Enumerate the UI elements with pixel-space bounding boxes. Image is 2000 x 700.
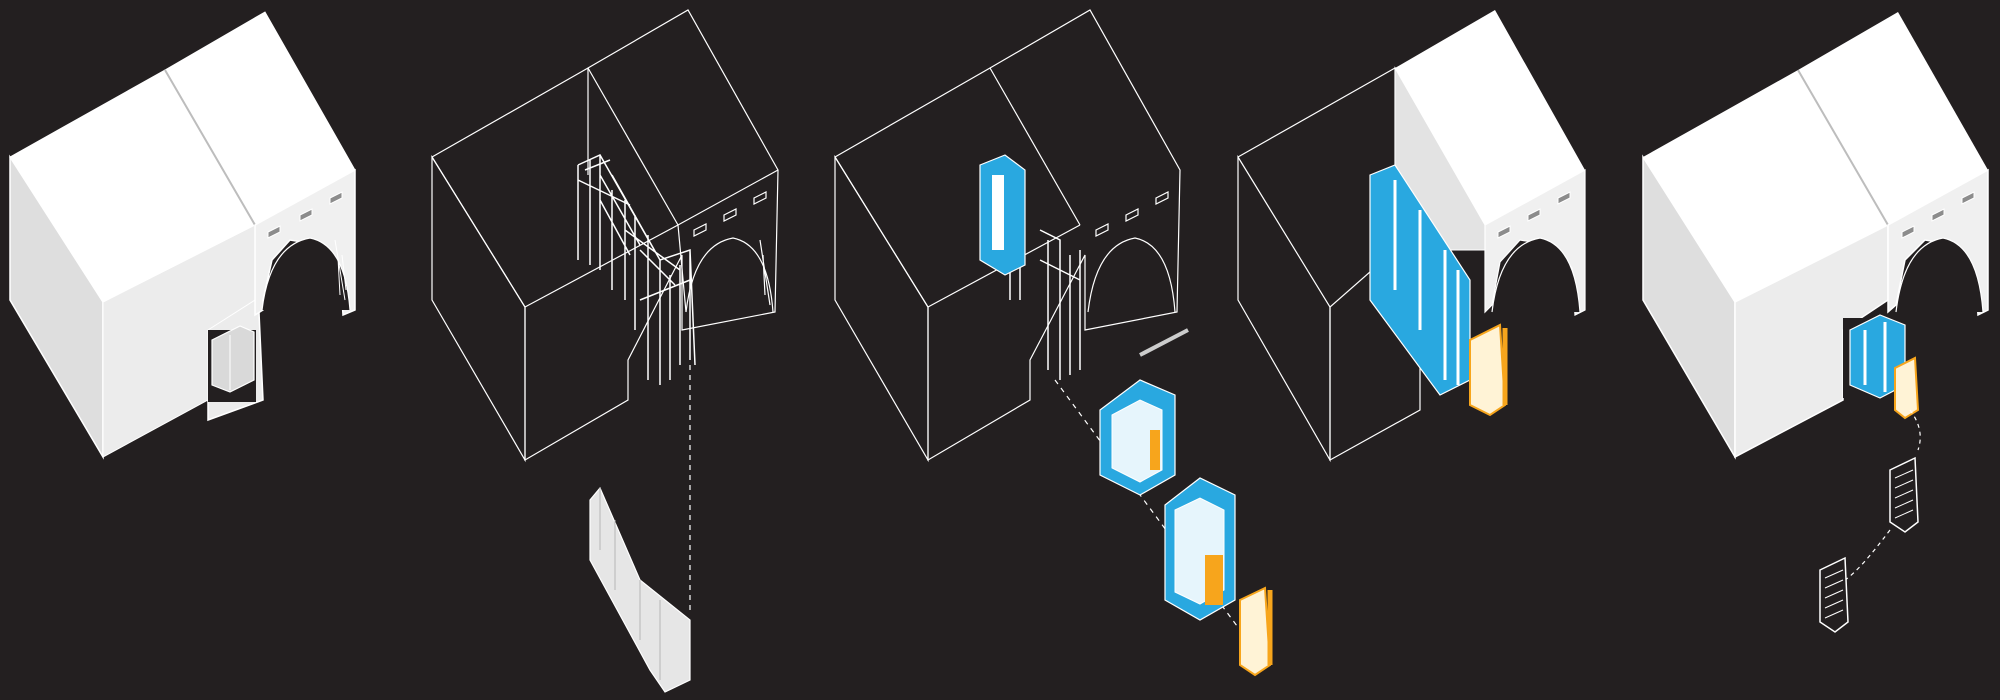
wire-vent-1 bbox=[693, 223, 707, 237]
vent-3 bbox=[329, 191, 343, 205]
installed-module-door bbox=[992, 175, 1004, 250]
roof-right bbox=[1798, 12, 1988, 225]
wire-vent-2 bbox=[1125, 208, 1139, 222]
vent-1 bbox=[1901, 225, 1915, 239]
wire-outline bbox=[431, 9, 779, 462]
panel-step-4 bbox=[1237, 10, 1586, 463]
vent-2 bbox=[1527, 208, 1541, 222]
wire-vent-3 bbox=[753, 191, 767, 205]
wire-end-top bbox=[677, 169, 779, 226]
roof-ridge-seam bbox=[1797, 69, 1889, 226]
screen-panel bbox=[1469, 323, 1507, 417]
wire-ridge bbox=[989, 67, 1081, 226]
screen-2-slats bbox=[1824, 569, 1844, 619]
screen-panel bbox=[1894, 356, 1920, 420]
wire-eave bbox=[524, 224, 679, 308]
arch-doors bbox=[334, 239, 347, 301]
steel-beam bbox=[1139, 328, 1189, 357]
roof-solid bbox=[1395, 10, 1585, 225]
module-2-stair bbox=[1205, 555, 1223, 605]
wire-frame bbox=[1009, 210, 1081, 380]
vent-3 bbox=[1557, 191, 1571, 205]
wire-vent-3 bbox=[1155, 191, 1169, 205]
panel-step-1 bbox=[9, 11, 356, 460]
screen-panel bbox=[1239, 586, 1272, 677]
explode-guide bbox=[1054, 379, 1241, 631]
panel-step-5 bbox=[1642, 12, 1989, 633]
module-openings bbox=[1863, 322, 1887, 392]
vent-3 bbox=[1961, 191, 1975, 205]
end-wall-arch bbox=[1895, 237, 1984, 313]
base-module-details bbox=[599, 488, 661, 680]
exploded-screen-2 bbox=[1819, 556, 1849, 633]
wire-vent-2 bbox=[723, 208, 737, 222]
wire-ridge bbox=[587, 67, 679, 226]
timber-frame bbox=[577, 154, 696, 385]
explode-guide-2 bbox=[1844, 529, 1891, 581]
wire-outline bbox=[834, 9, 1181, 462]
wire-end-edge bbox=[677, 224, 687, 313]
roof-ridge-seam bbox=[164, 69, 256, 226]
wire-arch-doors bbox=[759, 239, 771, 306]
module-openings bbox=[1393, 180, 1460, 385]
panel-step-3 bbox=[834, 9, 1273, 677]
wire-arch bbox=[1087, 237, 1176, 313]
explode-guide-1 bbox=[1909, 409, 1921, 451]
vent-1 bbox=[1497, 225, 1511, 239]
roof-left bbox=[1643, 70, 1888, 302]
wire-arch bbox=[685, 237, 774, 313]
vent-2 bbox=[1931, 208, 1945, 222]
end-wall-arch bbox=[1491, 237, 1581, 313]
module-1-interior bbox=[1111, 399, 1163, 483]
vent-2 bbox=[299, 208, 313, 222]
module-1-orange-panel bbox=[1150, 430, 1160, 470]
panel-step-2 bbox=[431, 9, 779, 693]
exploded-screen-1 bbox=[1889, 456, 1919, 533]
vent-1 bbox=[267, 225, 281, 239]
inserted-module bbox=[211, 325, 255, 393]
wire-vent-1 bbox=[1095, 223, 1109, 237]
screen-1-slats bbox=[1894, 469, 1914, 519]
